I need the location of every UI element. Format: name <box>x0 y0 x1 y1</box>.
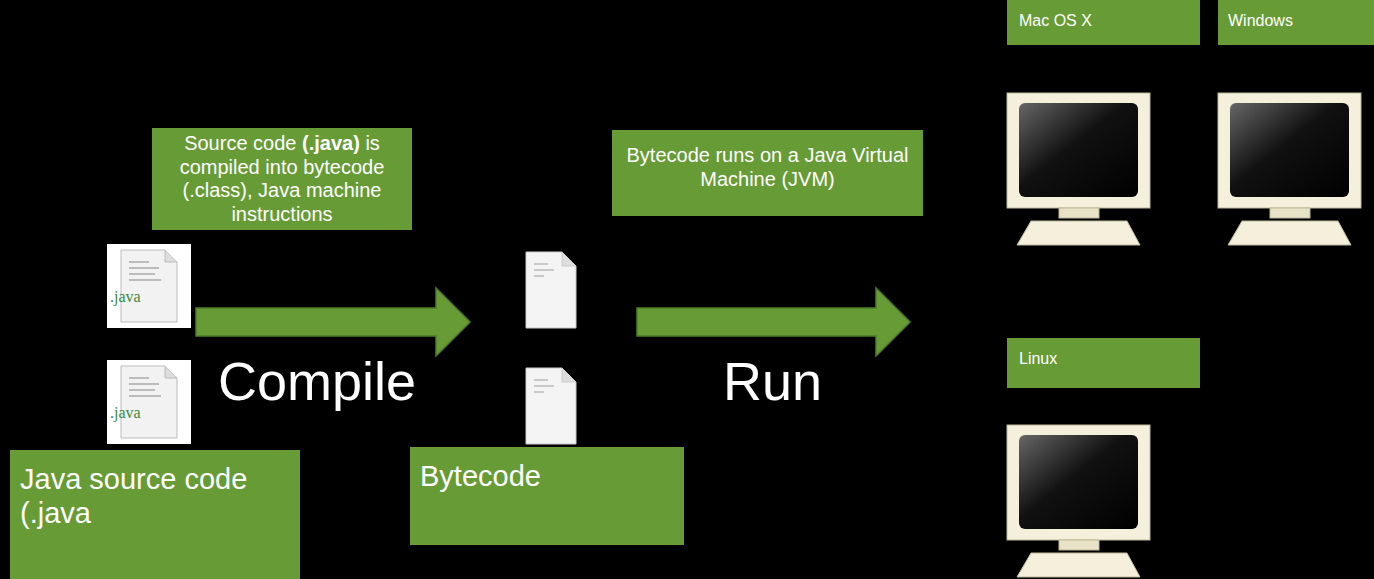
file-extension: .java <box>110 404 141 422</box>
stage-label-box: Bytecode <box>410 447 684 545</box>
node-text: Windows <box>1228 12 1364 31</box>
node-text: Linux <box>1019 350 1188 369</box>
node-text: Mac OS X <box>1019 12 1188 31</box>
node-text: Bytecode runs on a Java Virtual Machine … <box>620 144 915 191</box>
file-extension: .java <box>110 288 141 306</box>
step-label: Compile <box>218 350 416 412</box>
process-note: Bytecode runs on a Java Virtual Machine … <box>612 130 923 216</box>
step-label: Run <box>723 350 822 412</box>
process-note: Source code (.java) is compiled into byt… <box>152 128 412 230</box>
node-text: Java source code (.java <box>20 462 290 530</box>
node-text: Source code (.java) is compiled into byt… <box>158 132 406 226</box>
os-label-box: Mac OS X <box>1007 0 1200 45</box>
node-text: Bytecode <box>420 459 674 493</box>
stage-label-box: Java source code (.java <box>10 450 300 579</box>
os-label-box: Windows <box>1218 0 1374 45</box>
os-label-box: Linux <box>1007 338 1200 388</box>
